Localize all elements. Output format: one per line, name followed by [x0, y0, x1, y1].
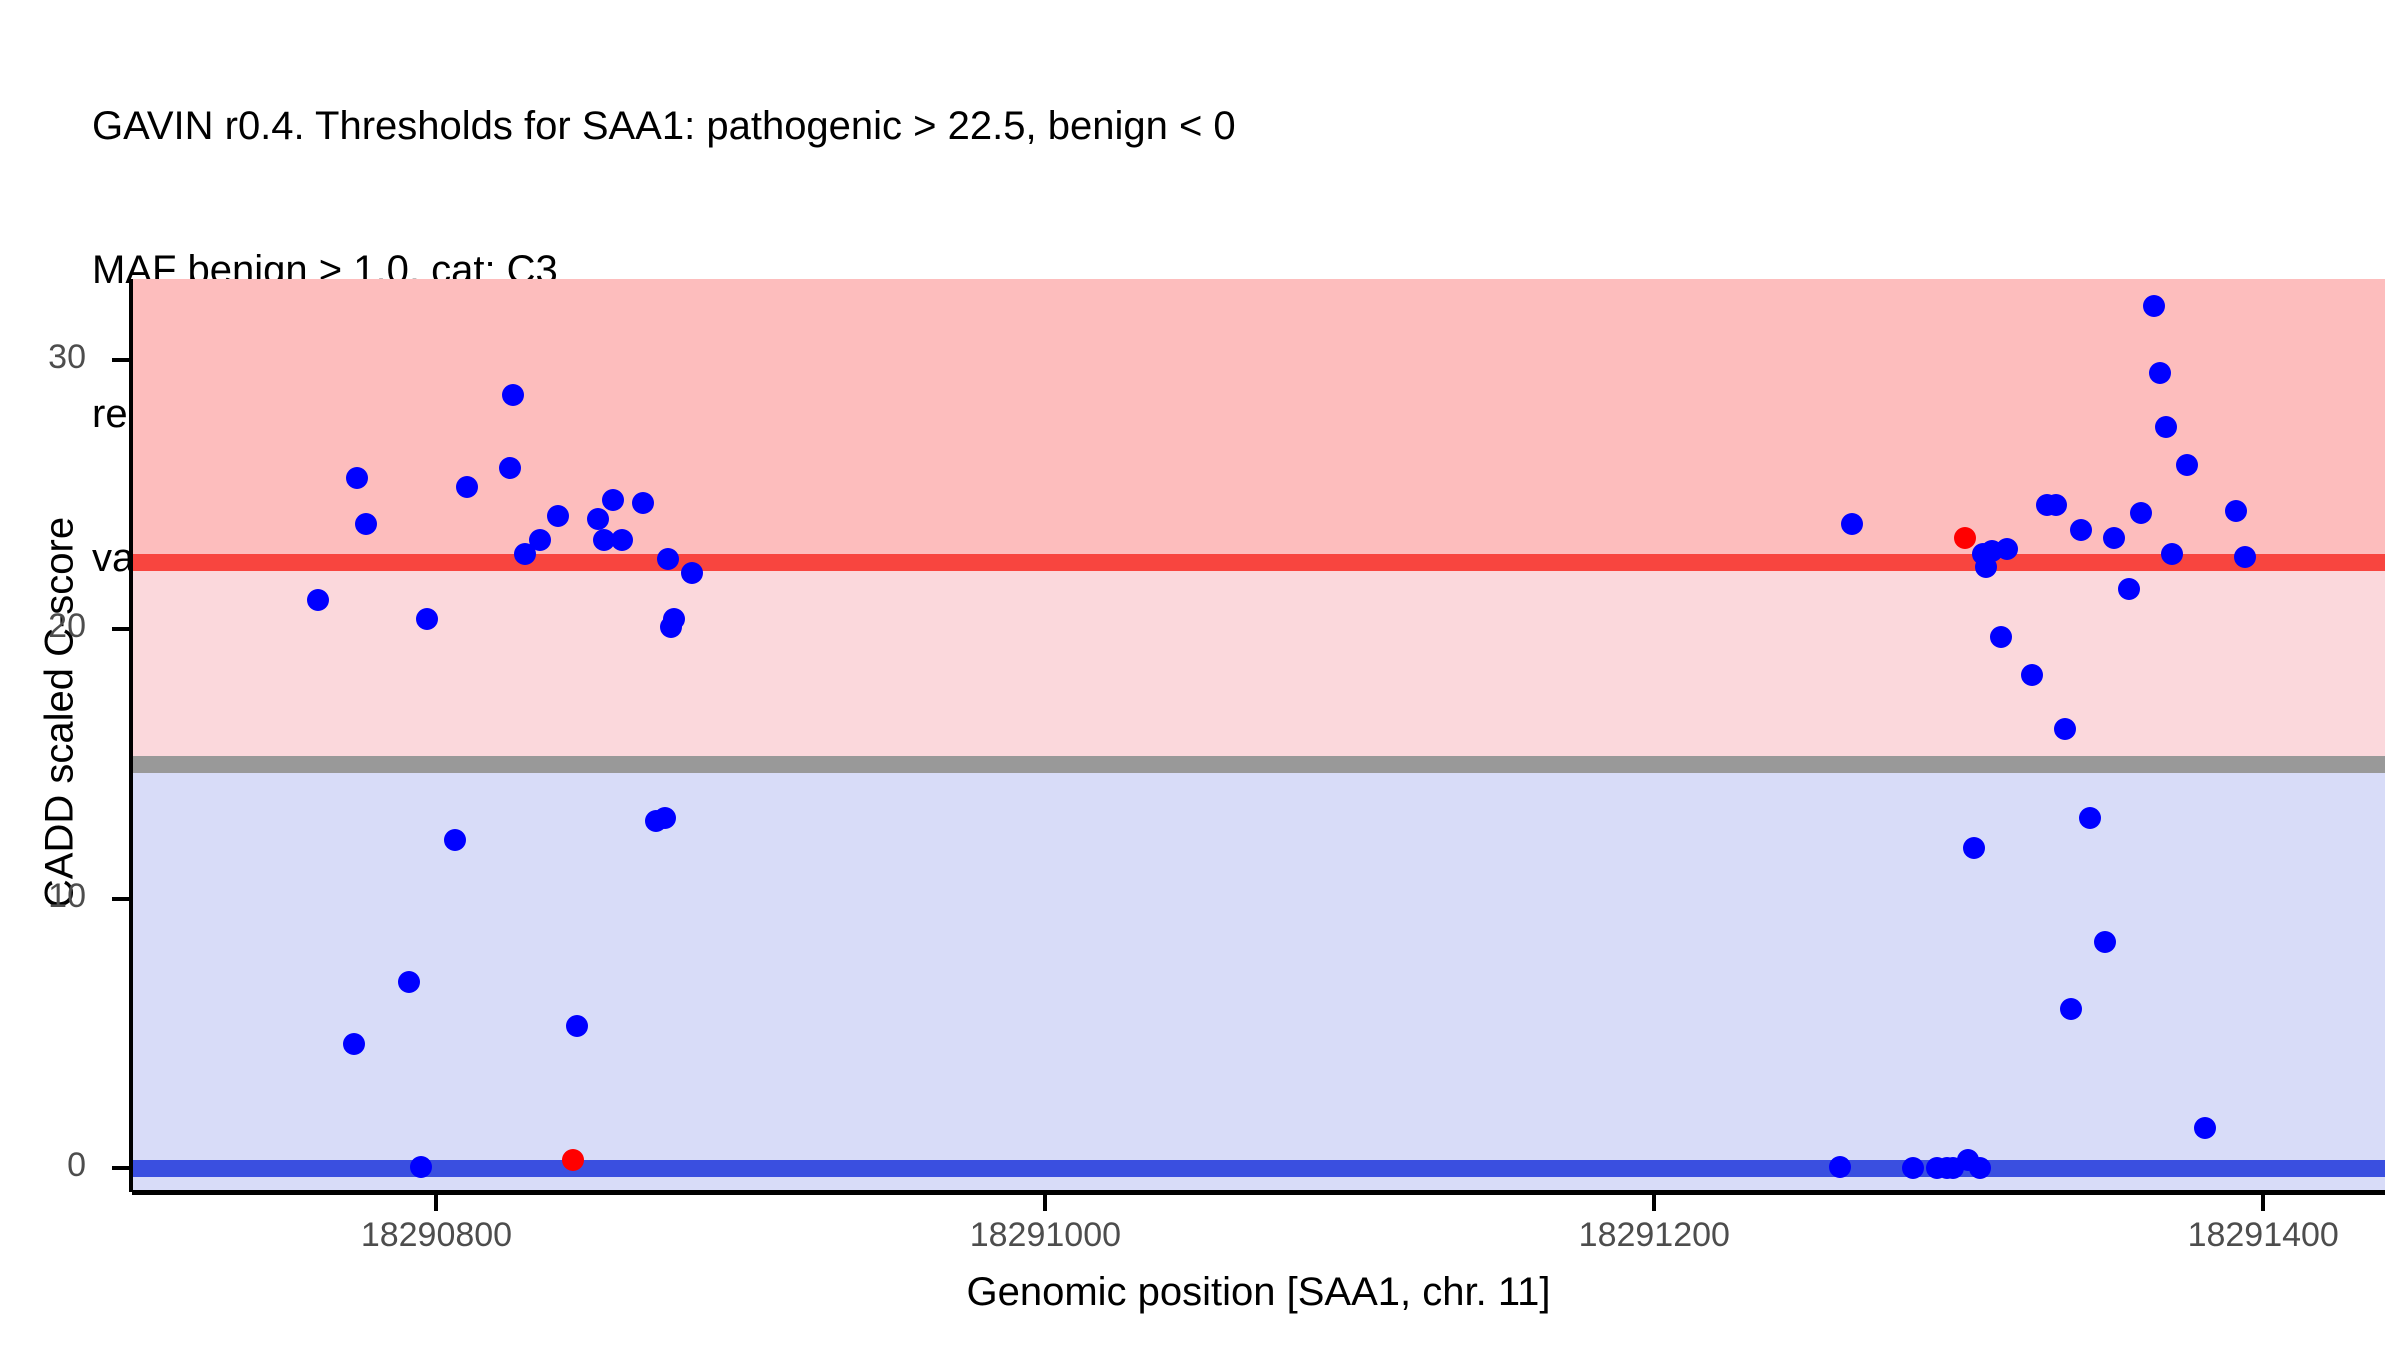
x-tick-label: 18291200 [1578, 1216, 1730, 1254]
y-tick-label: 10 [48, 876, 86, 915]
zone-pathogenic [132, 279, 2385, 562]
gnomad-variant-point[interactable] [2045, 494, 2068, 517]
gnomad-variant-point[interactable] [632, 491, 655, 514]
gnomad-variant-point[interactable] [2176, 453, 2199, 476]
gnomad-variant-point[interactable] [410, 1156, 433, 1179]
gnomad-variant-point[interactable] [2194, 1117, 2217, 1139]
gnomad-variant-point[interactable] [2142, 294, 2165, 317]
x-tick-label: 18291400 [2187, 1216, 2339, 1254]
x-tick [434, 1195, 439, 1211]
gnomad-variant-point[interactable] [2060, 998, 2083, 1021]
clinvar-variant-point[interactable] [1953, 526, 1976, 549]
gnomad-variant-point[interactable] [2118, 577, 2141, 600]
gnomad-variant-point[interactable] [2130, 502, 2153, 525]
gnomad-variant-point[interactable] [1962, 836, 1985, 859]
gnomad-variant-point[interactable] [443, 828, 466, 851]
title-line-2: MAF benign > 1.0, cat: C3 [92, 248, 558, 292]
gnomad-variant-point[interactable] [513, 542, 536, 565]
gnomad-variant-point[interactable] [2069, 518, 2092, 541]
x-tick [1043, 1195, 1048, 1211]
y-tick [112, 627, 129, 632]
gnomad-variant-point[interactable] [416, 607, 439, 630]
gnomad-variant-point[interactable] [611, 529, 634, 552]
gnomad-variant-point[interactable] [653, 807, 676, 830]
gnomad-variant-point[interactable] [681, 561, 704, 584]
x-tick [2261, 1195, 2266, 1211]
zone-vus [132, 562, 2385, 765]
gnomad-variant-point[interactable] [346, 467, 369, 490]
y-tick-label: 30 [48, 337, 86, 376]
gnomad-variant-point[interactable] [2154, 416, 2177, 439]
y-tick [112, 357, 129, 362]
gnomad-variant-point[interactable] [2054, 718, 2077, 741]
gnomad-variant-point[interactable] [2160, 542, 2183, 565]
y-axis-line [129, 279, 133, 1192]
gnomad-variant-point[interactable] [1996, 537, 2019, 560]
fallback-threshold-line [132, 755, 2385, 773]
y-tick-label: 20 [48, 607, 86, 646]
gnomad-variant-point[interactable] [1841, 513, 1864, 536]
gnomad-variant-point[interactable] [2078, 807, 2101, 830]
gnomad-variant-point[interactable] [498, 456, 521, 479]
gnomad-variant-point[interactable] [2148, 362, 2171, 385]
gnomad-variant-point[interactable] [2103, 526, 2126, 549]
plot-panel [132, 279, 2385, 1190]
gnomad-variant-point[interactable] [547, 505, 570, 528]
x-axis-line [132, 1190, 2385, 1195]
gnomad-variant-point[interactable] [355, 513, 378, 536]
y-axis-title: CADD scaled C-score [37, 516, 82, 909]
gnomad-variant-point[interactable] [306, 588, 329, 611]
x-tick [1652, 1195, 1657, 1211]
gnomad-variant-point[interactable] [662, 607, 685, 630]
y-tick-label: 0 [67, 1146, 86, 1185]
gnomad-variant-point[interactable] [455, 475, 478, 498]
y-tick [112, 896, 129, 901]
zone-benign [132, 764, 2385, 1190]
gnomad-variant-point[interactable] [656, 548, 679, 571]
gnomad-variant-point[interactable] [343, 1033, 366, 1056]
x-axis-title: Genomic position [SAA1, chr. 11] [966, 1270, 1551, 1314]
gnomad-variant-point[interactable] [586, 507, 609, 530]
gnomad-variant-point[interactable] [1829, 1156, 1852, 1179]
y-tick [112, 1166, 129, 1171]
gnomad-variant-point[interactable] [2224, 499, 2247, 522]
clinvar-variant-point[interactable] [562, 1149, 585, 1172]
gnomad-variant-point[interactable] [528, 529, 551, 552]
gnomad-variant-point[interactable] [1902, 1156, 1925, 1179]
gnomad-variant-point[interactable] [1990, 626, 2013, 649]
gnomad-variant-point[interactable] [2093, 931, 2116, 954]
gnomad-variant-point[interactable] [602, 489, 625, 511]
x-tick-label: 18291000 [969, 1216, 1122, 1254]
gnomad-variant-point[interactable] [2020, 664, 2043, 687]
title-line-1: GAVIN r0.4. Thresholds for SAA1: pathoge… [92, 104, 1236, 148]
gnomad-variant-point[interactable] [592, 529, 615, 552]
benign-threshold-line [132, 1159, 2385, 1177]
gnomad-variant-point[interactable] [1969, 1156, 1992, 1179]
x-tick-label: 18290800 [360, 1216, 513, 1254]
gnomad-variant-point[interactable] [501, 383, 524, 406]
pathogenic-threshold-line [132, 553, 2385, 571]
gnomad-variant-point[interactable] [398, 971, 421, 994]
gnomad-variant-point[interactable] [2233, 545, 2256, 568]
gnomad-variant-point[interactable] [565, 1014, 588, 1037]
